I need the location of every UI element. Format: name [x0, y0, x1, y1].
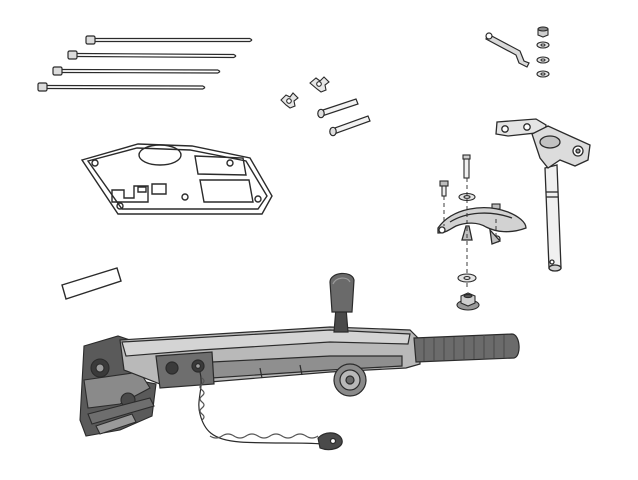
gasket: [80, 143, 273, 215]
throttle-grip: [413, 333, 520, 363]
engine-bracket: [79, 335, 157, 437]
pin: [329, 115, 371, 137]
washer: [458, 192, 476, 202]
wing-nut: [280, 92, 299, 109]
mounting-plate: [437, 207, 527, 245]
pin: [317, 98, 359, 119]
washer: [457, 273, 477, 283]
washer: [536, 41, 550, 49]
shift-lever: [329, 272, 355, 333]
long-bolt: [85, 35, 253, 45]
wing-nut: [309, 76, 330, 93]
rectangular-label: [61, 267, 122, 300]
long-bolt-group: [37, 35, 253, 92]
kill-switch-lanyard: [198, 371, 343, 451]
kill-switch-panel: [155, 351, 215, 389]
long-bolt: [67, 50, 237, 60]
link-arm: [485, 32, 530, 68]
long-bolt: [37, 82, 206, 92]
nut: [537, 26, 549, 38]
washer: [536, 56, 550, 64]
steering-shaft-bracket: [495, 118, 591, 272]
screw: [439, 180, 449, 197]
long-bolt: [52, 66, 221, 76]
washer: [536, 70, 550, 78]
friction-knob: [333, 363, 367, 397]
stud: [462, 154, 471, 179]
centerline: [443, 178, 497, 290]
flange-nut: [456, 292, 480, 311]
